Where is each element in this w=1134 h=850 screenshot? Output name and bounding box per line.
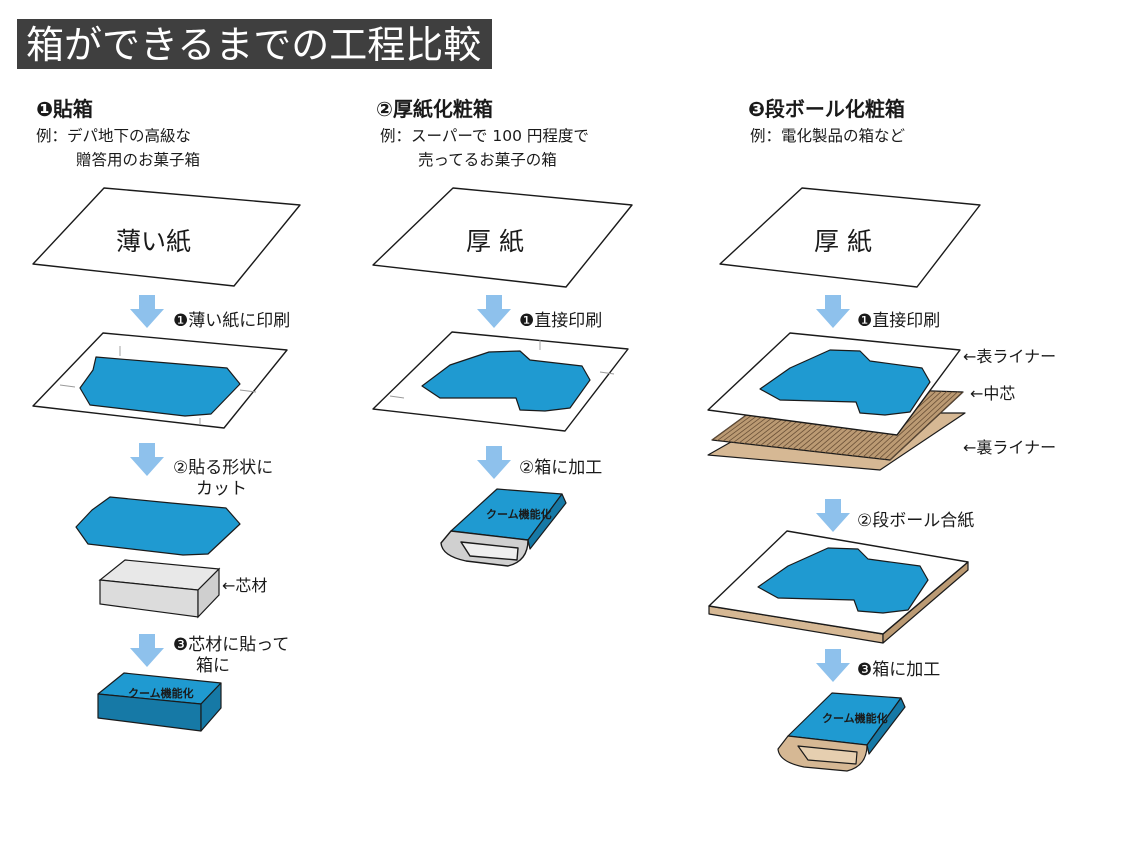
laminated-corrugated-board (708, 530, 969, 644)
title-bar (17, 19, 492, 69)
pasted-box-print-text: クーム機能化 (128, 686, 194, 700)
flute-line (873, 391, 948, 459)
thin-paper-label: 薄い紙 (116, 227, 191, 256)
column-1-step-3-label-1: ❸芯材に貼って (173, 635, 289, 655)
column-1-step-3-label-2: 箱に (196, 656, 230, 676)
corrugated-box: クーム機能化 (777, 692, 906, 772)
column-3-step-1-label: ❶直接印刷 (857, 311, 940, 331)
column-3-example-line-1: 例：電化製品の箱など (750, 127, 906, 145)
flute-line (889, 391, 964, 461)
printed-thin-paper (32, 332, 288, 429)
column-1-step-2-label-1: ②貼る形状に (173, 458, 273, 478)
step-arrow (130, 295, 164, 328)
cardboard-sheet-label: 厚 紙 (466, 227, 524, 256)
column-2-step-1-label: ❶直接印刷 (519, 311, 602, 331)
back-liner-label: ←裏ライナー (963, 438, 1056, 457)
finished-pasted-box: クーム機能化 (97, 672, 222, 732)
column-3-heading: ❸段ボール化粧箱 (748, 97, 905, 121)
step-arrow (816, 295, 850, 328)
corrugated-box-print-text: クーム機能化 (822, 711, 888, 725)
cut-print-wrap (75, 496, 241, 556)
step-arrow (130, 443, 164, 476)
step-arrow (816, 499, 850, 532)
page-title: 箱ができるまでの工程比較 (26, 23, 481, 67)
liner-paper-label: 厚 紙 (814, 227, 872, 256)
flute-line (878, 391, 953, 460)
column-2-example-line-1: 例：スーパーで 100 円程度で (380, 127, 589, 145)
medium-label: ←中芯 (970, 384, 1015, 403)
printed-cardboard-sheet (372, 331, 629, 432)
column-2-step-2-label: ②箱に加工 (519, 458, 602, 478)
column-1-example-line-1: 例：デパ地下の高級な (36, 126, 191, 145)
carton-box-print-text: クーム機能化 (486, 507, 552, 521)
column-3-step-2-label: ②段ボール合紙 (857, 511, 974, 531)
column-3-step-3-label: ❸箱に加工 (857, 660, 940, 680)
column-1-step-2-label-2: カット (196, 479, 247, 499)
core-material-label: ←芯材 (222, 576, 267, 595)
column-1-heading: ❶貼箱 (36, 97, 93, 121)
column-2-heading: ②厚紙化粧箱 (376, 97, 493, 121)
step-arrow (477, 446, 511, 479)
step-arrow (130, 634, 164, 667)
flute-line (884, 391, 958, 460)
core-material (98, 559, 221, 619)
top-liner-label: ←表ライナー (963, 347, 1056, 366)
step-arrow (816, 649, 850, 682)
column-1-step-1-label: ❶薄い紙に印刷 (173, 311, 290, 331)
folded-carton-box: クーム機能化 (440, 488, 567, 567)
column-2-example-line-2: 売ってるお菓子の箱 (418, 151, 557, 169)
cardboard-sheet (372, 187, 633, 288)
printed-top-liner (707, 332, 961, 436)
thin-paper-sheet (32, 187, 301, 287)
step-arrow (477, 295, 511, 328)
column-1-example-line-2: 贈答用のお菓子箱 (76, 151, 200, 169)
liner-paper-sheet (719, 187, 981, 288)
